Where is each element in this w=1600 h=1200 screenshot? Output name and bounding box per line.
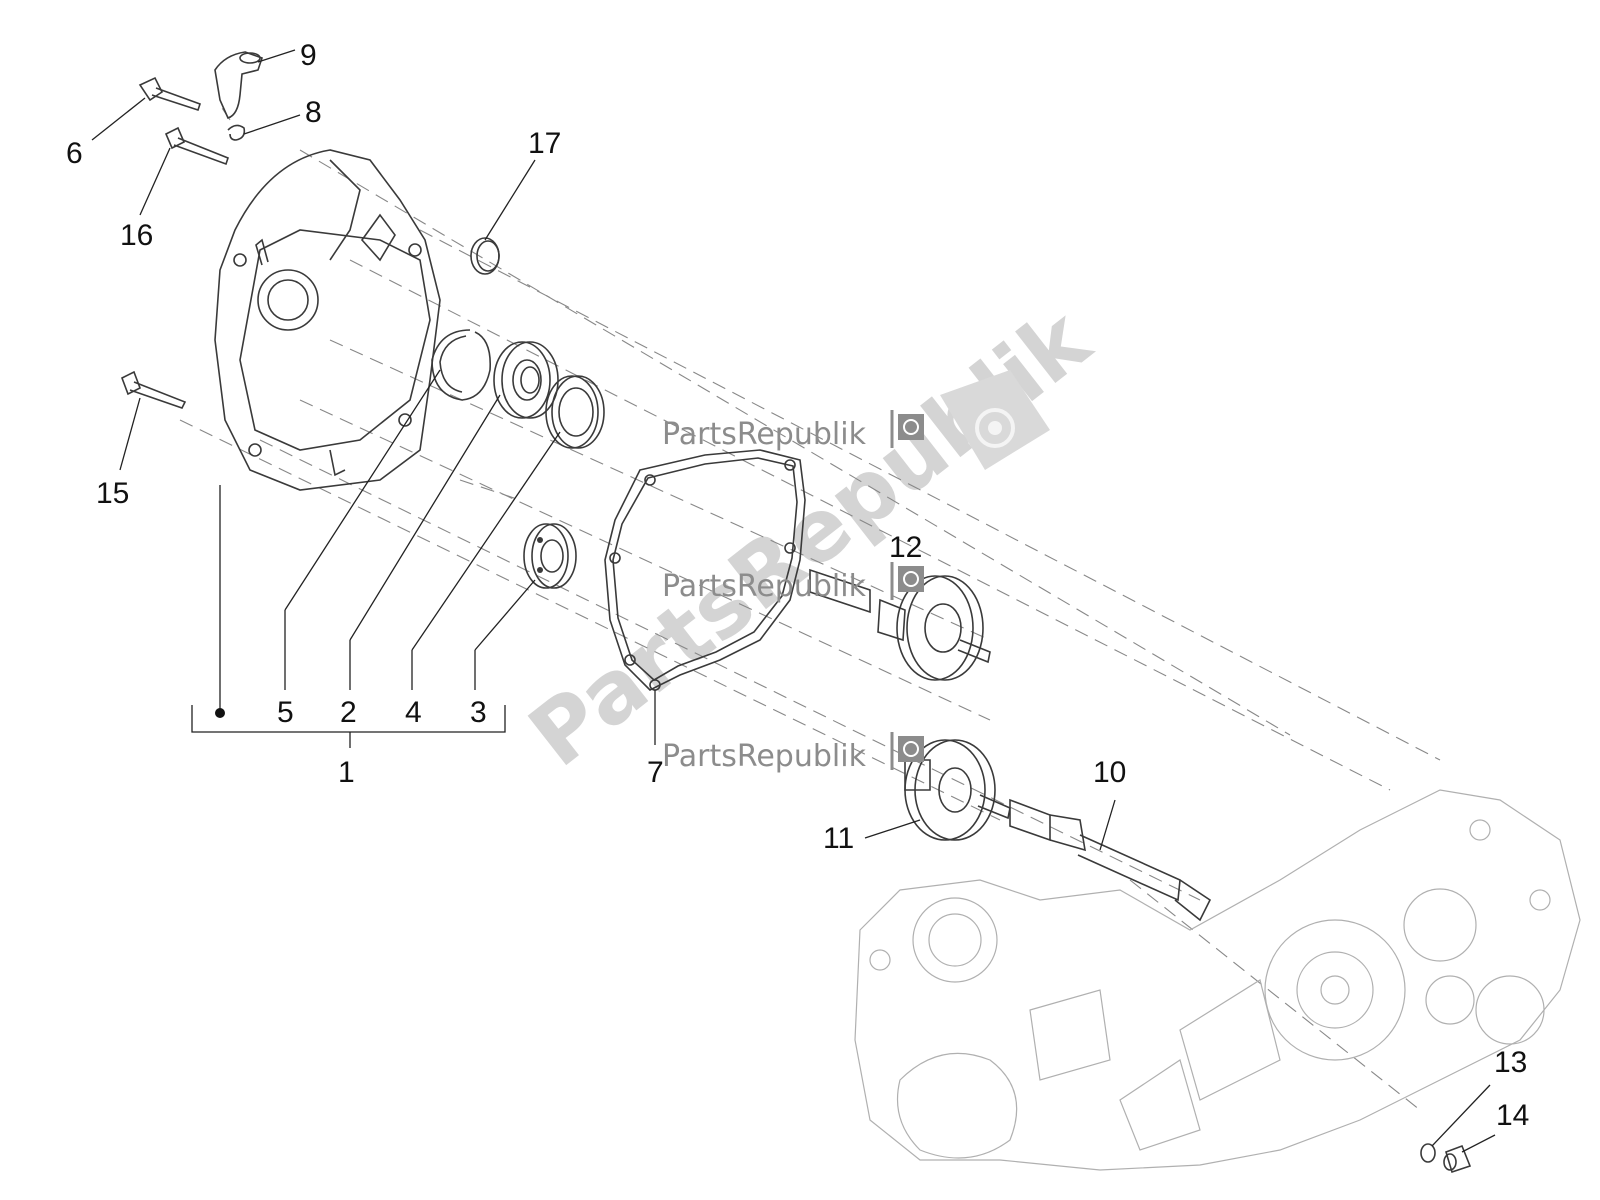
bearing-2 <box>493 341 559 419</box>
watermark-diagonal-text: PartsRepublik <box>511 289 1109 787</box>
gear-flag-icon <box>890 732 924 770</box>
bolt-16 <box>164 126 229 166</box>
transmission-cover <box>214 149 441 491</box>
callout-16: 16 <box>120 219 153 252</box>
watermark-diagonal: PartsRepublik <box>511 289 1109 787</box>
callout-3: 3 <box>470 696 487 729</box>
callout-6: 6 <box>66 137 83 170</box>
gear-flag-icon <box>890 562 924 600</box>
callout-numbers: 1 2 3 4 5 6 7 8 9 10 11 12 13 14 15 16 1… <box>66 39 1529 1132</box>
watermark-flag-icon <box>940 370 1050 470</box>
breather-pipe-9 <box>214 51 264 119</box>
callout-15: 15 <box>96 477 129 510</box>
output-shaft-10 <box>1009 798 1212 922</box>
washer-13 <box>1420 1143 1436 1163</box>
callout-10: 10 <box>1093 756 1126 789</box>
callout-13: 13 <box>1494 1046 1527 1079</box>
circlip-5 <box>431 329 492 401</box>
callout-12: 12 <box>889 531 922 564</box>
crankcase <box>854 789 1581 1171</box>
callout-9: 9 <box>300 39 317 72</box>
watermark-text-1: PartsRepublik <box>662 417 867 452</box>
gear-shaft-12 <box>809 568 991 681</box>
callout-17: 17 <box>528 127 561 160</box>
callout-2: 2 <box>340 696 357 729</box>
leader-lines <box>91 49 1496 1153</box>
alignment-lines <box>179 104 1441 1111</box>
plug-17 <box>470 237 500 275</box>
callout-5: 5 <box>277 696 294 729</box>
gear-flag-icon <box>890 410 924 448</box>
callout-7: 7 <box>647 756 664 789</box>
watermark-1: PartsRepublik <box>662 410 924 452</box>
watermark-3: PartsRepublik <box>662 732 924 774</box>
oil-seal-4 <box>545 375 605 449</box>
callout-8: 8 <box>305 96 322 129</box>
callout-4: 4 <box>405 696 422 729</box>
bolt-15 <box>120 370 187 409</box>
gear-11 <box>904 739 1011 841</box>
callout-11: 11 <box>823 822 854 855</box>
callout-1: 1 <box>338 756 355 789</box>
bolt-6 <box>138 76 202 112</box>
plug-screw-14 <box>1443 1144 1472 1174</box>
bearing-3 <box>523 523 577 589</box>
gasket-7 <box>604 449 806 691</box>
watermark-text-2: PartsRepublik <box>662 569 867 604</box>
watermark-2: PartsRepublik <box>662 562 924 604</box>
watermark-text-3: PartsRepublik <box>662 739 867 774</box>
callout-14: 14 <box>1496 1099 1529 1132</box>
clip-8 <box>227 124 246 141</box>
